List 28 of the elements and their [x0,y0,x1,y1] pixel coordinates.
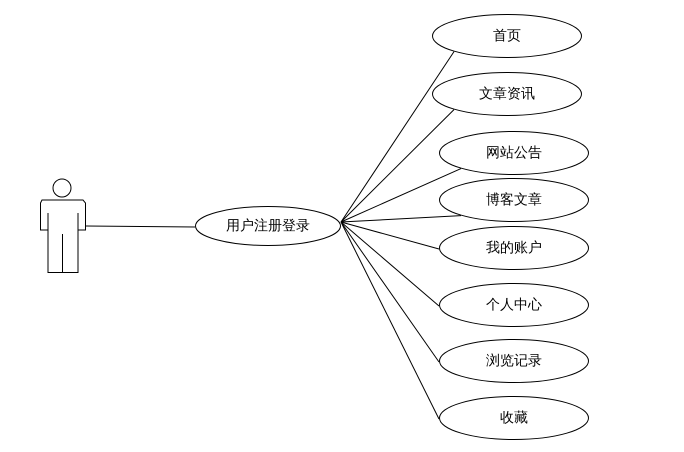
use-case-label: 网站公告 [486,144,542,162]
association-line [86,226,196,228]
use-case-ellipse [439,283,589,327]
association-line [340,215,462,222]
use-case-label: 我的账户 [486,239,542,257]
association-line [340,222,440,420]
association-line [340,168,462,222]
use-case-ellipse [195,206,341,246]
actor-figure [40,178,86,273]
use-case-label: 首页 [493,27,521,45]
use-case-ellipse [432,14,582,58]
use-case-label: 文章资讯 [479,85,535,103]
association-line [340,51,454,222]
association-line [340,222,440,362]
use-case-ellipse [439,396,589,440]
use-case-ellipse [439,226,589,270]
use-case-label: 个人中心 [486,296,542,314]
use-case-ellipse [439,131,589,175]
use-case-label: 收藏 [500,409,528,427]
use-case-ellipse [432,72,582,116]
use-case-label: 博客文章 [486,191,542,209]
use-case-ellipse [439,339,589,383]
association-line [340,222,440,250]
use-case-ellipse [439,178,589,222]
use-case-label: 浏览记录 [486,352,542,370]
association-line [340,222,440,306]
association-line [340,109,454,222]
use-case-label: 用户注册登录 [226,217,310,235]
